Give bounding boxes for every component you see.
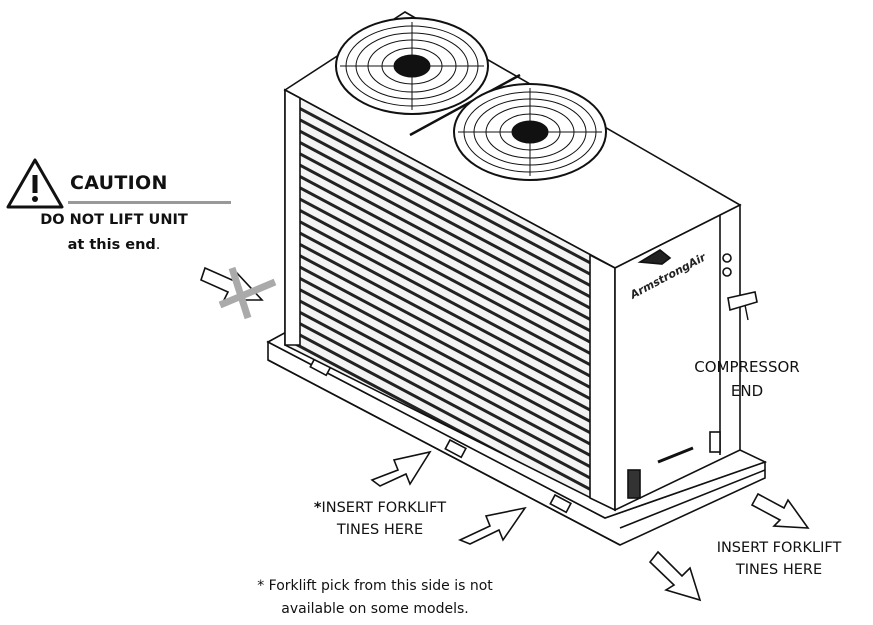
- forklift-front-label: *INSERT FORKLIFT TINES HERE: [260, 497, 500, 541]
- caution-warning-text: DO NOT LIFT UNIT: [40, 212, 188, 228]
- arrow-icon: [370, 450, 810, 602]
- footnote-line1: * Forklift pick from this side is not: [257, 578, 493, 594]
- compressor-end-label: COMPRESSOR END: [650, 355, 844, 403]
- refrigerant-lines: [744, 304, 749, 321]
- forklift-front-line1: INSERT FORKLIFT: [321, 500, 447, 516]
- compressor-end-line2: END: [730, 382, 764, 400]
- compressor-end-panel: [614, 203, 758, 512]
- forklift-side-line1: INSERT FORKLIFT: [716, 540, 842, 556]
- caution-title: CAUTION: [70, 172, 168, 194]
- caution-warning-subtext: at this end.: [0, 237, 228, 253]
- no-lift-crossed-arrow-icon: [200, 266, 277, 320]
- fan-icon: [335, 17, 489, 115]
- footnote: * Forklift pick from this side is not av…: [210, 575, 540, 621]
- fan-icon: [453, 83, 607, 181]
- caution-line2-end: .: [155, 237, 161, 253]
- footnote-line2: available on some models.: [281, 601, 469, 617]
- forklift-front-asterisk: *: [313, 500, 322, 516]
- forklift-side-label: INSERT FORKLIFT TINES HERE: [685, 537, 873, 581]
- caution-line2-bold: at this end: [67, 237, 156, 253]
- warning-triangle-icon: [6, 158, 64, 209]
- caution-divider: [68, 201, 231, 204]
- compressor-end-line1: COMPRESSOR: [694, 358, 800, 376]
- forklift-front-line2: TINES HERE: [336, 522, 424, 538]
- forklift-side-line2: TINES HERE: [735, 562, 823, 578]
